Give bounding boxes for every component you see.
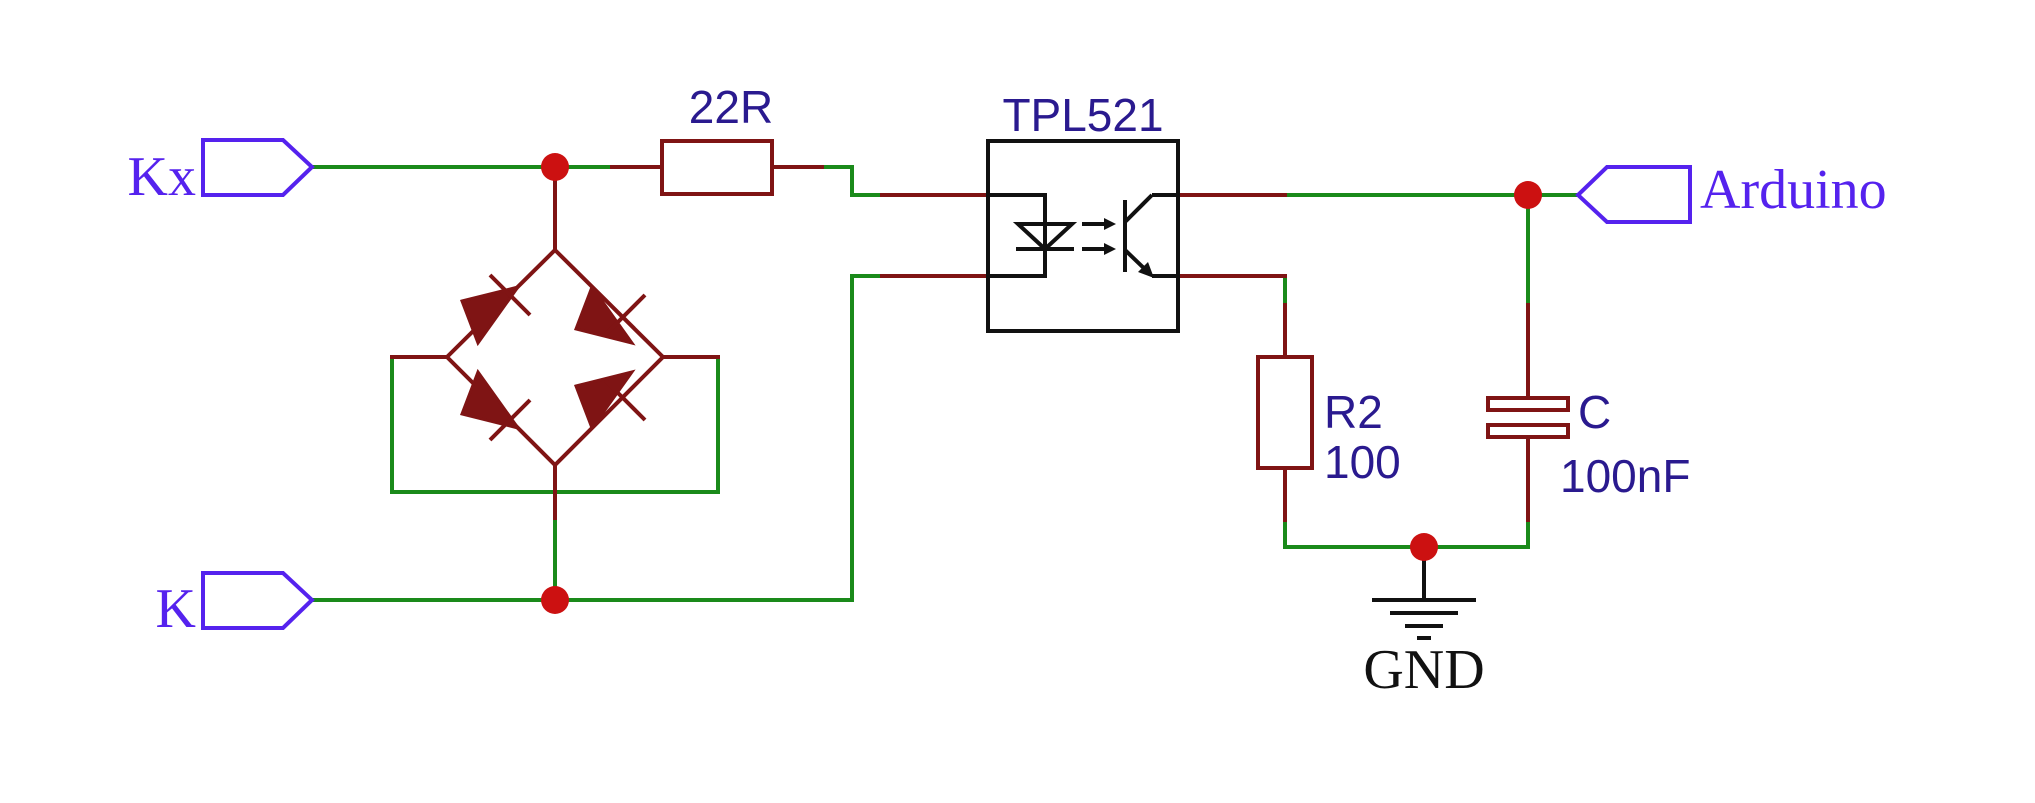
junctions <box>541 153 1542 614</box>
resistor-r2-body <box>1256 355 1314 470</box>
optocoupler-body <box>986 139 1180 333</box>
wire-ground-net <box>1283 518 1530 549</box>
resistor-r2-value: 100 <box>1324 436 1401 488</box>
wire-resistor-to-led <box>820 165 884 197</box>
junction-dot <box>1514 181 1542 209</box>
ground-label: GND <box>1363 639 1484 701</box>
capacitor-symbol <box>1486 396 1570 439</box>
diode-top-left <box>459 273 532 347</box>
resistor-r2-name: R2 <box>1324 386 1383 438</box>
pin-stubs <box>390 165 1530 522</box>
light-arrows-icon <box>1082 218 1116 255</box>
resistor-22r-body <box>660 139 774 196</box>
junction-dot <box>541 586 569 614</box>
resistor-22r-value: 22R <box>689 81 773 133</box>
net-wires <box>310 165 1580 602</box>
led-icon <box>1012 222 1078 252</box>
bridge-rectifier <box>444 247 666 468</box>
diode-top-right <box>573 283 647 346</box>
capacitor-name: C <box>1578 386 1611 438</box>
optocoupler <box>986 139 1180 333</box>
port-kx-flag <box>201 138 315 197</box>
wire-k-net <box>310 274 884 602</box>
port-kx-label: Kx <box>128 146 196 208</box>
junction-dot <box>541 153 569 181</box>
port-arduino-flag <box>1575 165 1692 224</box>
port-arduino-label: Arduino <box>1700 159 1887 221</box>
diode-bottom-left <box>459 368 532 442</box>
phototransistor-icon <box>1123 193 1178 278</box>
port-k-flag <box>201 571 315 630</box>
capacitor-value: 100nF <box>1560 450 1690 502</box>
diode-bottom-right <box>573 369 647 432</box>
optocoupler-name: TPL521 <box>1002 89 1163 141</box>
port-k-label: K <box>156 578 196 640</box>
junction-dot <box>1410 533 1438 561</box>
